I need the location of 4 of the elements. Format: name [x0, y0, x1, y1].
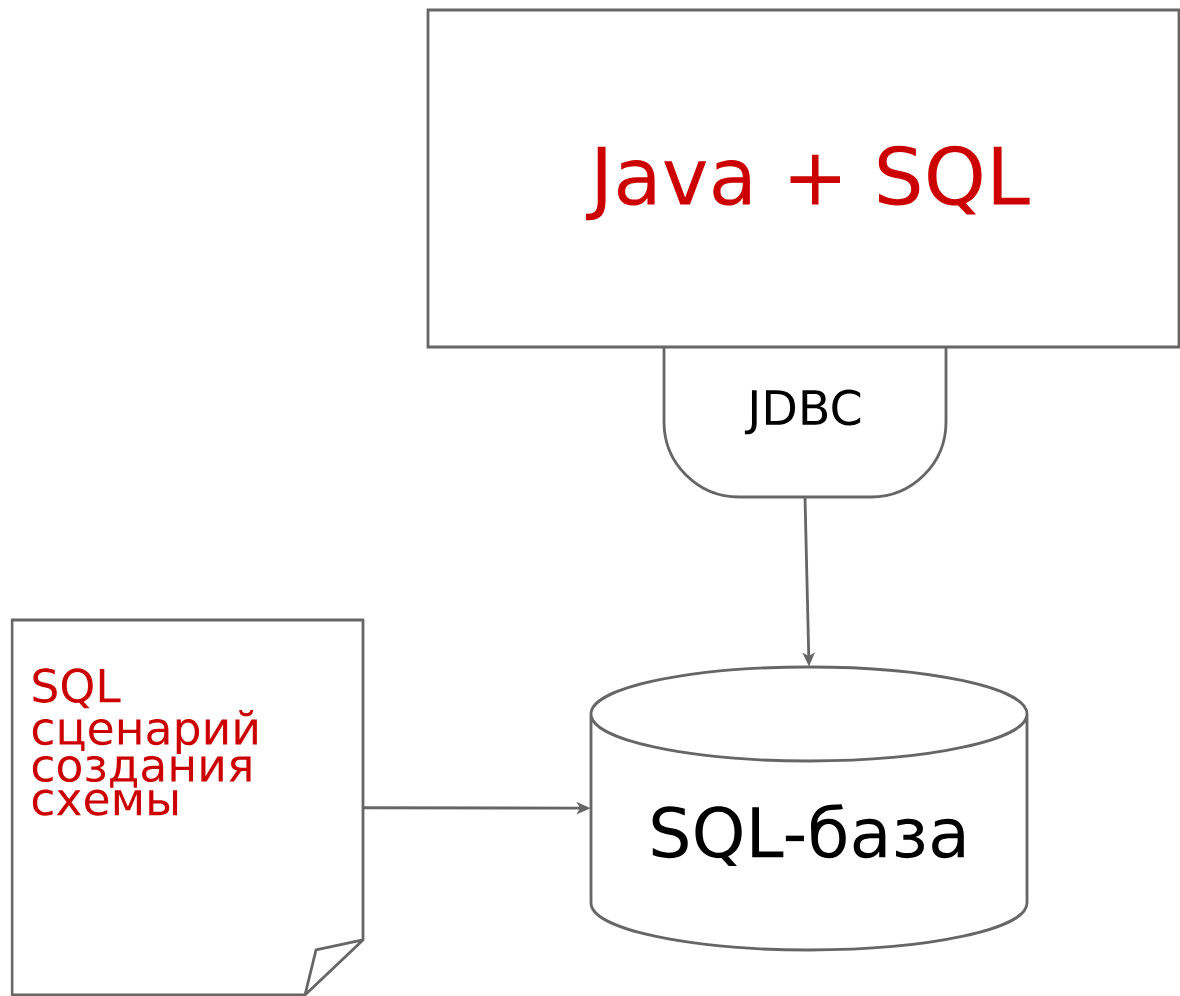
process-box: Java + SQL [426, 8, 1180, 349]
database-cylinder: SQL-база [589, 665, 1029, 952]
document-note: SQL сценарий создания схемы [10, 618, 365, 996]
interface-tab: JDBC [662, 347, 948, 499]
